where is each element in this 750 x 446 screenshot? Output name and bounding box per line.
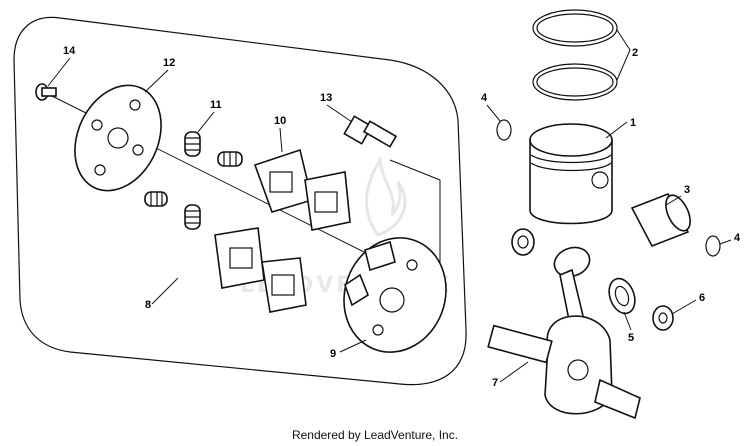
svg-text:13: 13 [320, 92, 332, 104]
callout-1: 1 [605, 117, 636, 139]
clutch-plate-part [74, 84, 162, 192]
svg-text:9: 9 [330, 348, 336, 360]
clutch-assembly-outline [13, 16, 467, 386]
piston-part [529, 123, 613, 225]
svg-text:12: 12 [163, 57, 175, 69]
svg-text:4: 4 [734, 232, 741, 244]
svg-text:3: 3 [684, 184, 690, 196]
svg-text:1: 1 [630, 117, 636, 129]
circlip-part [496, 119, 512, 141]
circlip-part-right [705, 235, 721, 257]
svg-text:14: 14 [63, 45, 76, 57]
piston-ring-part [532, 9, 618, 101]
svg-text:7: 7 [492, 377, 498, 389]
spring-part [144, 131, 243, 230]
callout-13: 13 [320, 92, 353, 123]
callout-2: 2 [616, 29, 638, 81]
clutch-shoe-part [214, 148, 351, 313]
callout-7: 7 [492, 361, 529, 389]
callout-6: 6 [671, 292, 705, 315]
screw-part [343, 115, 398, 148]
callout-8: 8 [145, 277, 179, 311]
piston-pin-part [630, 192, 691, 248]
svg-text:5: 5 [628, 332, 634, 344]
svg-text:4: 4 [481, 92, 488, 104]
svg-text:10: 10 [274, 115, 286, 127]
needle-bearing-part [608, 277, 636, 315]
svg-text:8: 8 [145, 299, 151, 311]
thrust-washer-part [511, 228, 535, 256]
credit-text: Rendered by LeadVenture, Inc. [291, 428, 459, 442]
section-line-2 [389, 159, 441, 290]
bolt-part [35, 83, 57, 101]
callout-11: 11 [197, 99, 222, 133]
callout-3: 3 [665, 184, 690, 206]
svg-text:6: 6 [699, 292, 705, 304]
callout-10: 10 [274, 115, 286, 153]
callout-4-right: 4 [719, 232, 741, 245]
callout-12: 12 [144, 57, 175, 93]
crankshaft-part [487, 246, 641, 420]
callout-5: 5 [623, 311, 634, 344]
washer-part [652, 305, 674, 331]
watermark-logo [365, 155, 407, 237]
callout-4: 4 [481, 92, 501, 122]
svg-text:2: 2 [632, 47, 638, 59]
callout-9: 9 [330, 339, 367, 360]
clutch-hub-part [343, 237, 447, 353]
callout-14: 14 [47, 45, 76, 87]
svg-text:11: 11 [210, 99, 222, 111]
